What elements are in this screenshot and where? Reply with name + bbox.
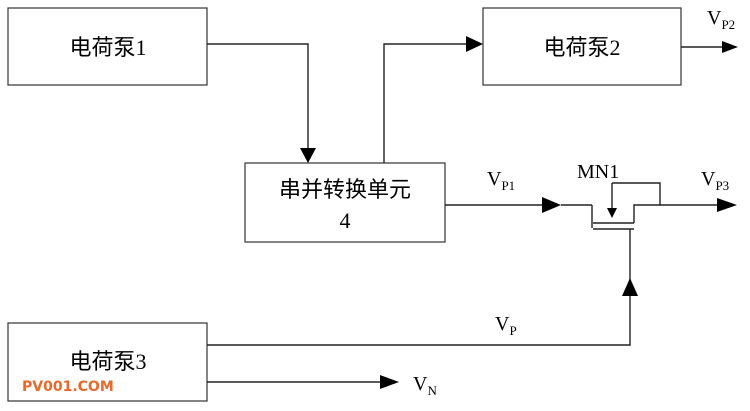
wire-converter-to-pump2 [383,43,468,163]
arrowhead-vp3 [717,198,737,212]
serial-parallel-converter-block [244,162,446,243]
charge-pump-2-label: 电荷泵2 [543,35,620,60]
arrowhead-vn [380,375,399,389]
wire-vp-to-gate [207,296,631,346]
vp1-label: VP1 [487,168,515,193]
source-body-connection [612,182,661,223]
arrowhead-vp1 [542,197,561,213]
arrowhead-gate [622,278,638,296]
charge-pump-2-block [482,7,682,86]
mn1-label: MN1 [577,161,619,183]
vn-label: VN [413,373,437,398]
charge-pump-3-label: 电荷泵3 [69,349,146,374]
vp3-label: VP3 [701,168,729,193]
mn1-transistor-symbol [591,182,661,296]
arrowhead-into-pump2 [466,36,483,52]
charge-pump-3-block [7,322,208,402]
wire-pump1-to-converter [207,43,309,150]
arrowhead-vp2 [722,41,738,53]
charge-pump-1-label: 电荷泵1 [69,35,146,60]
body-arrow [607,208,617,218]
charge-pump-1-block [7,7,208,86]
arrowhead-into-converter [300,148,316,163]
watermark-text: PV001.COM [22,379,114,395]
converter-number: 4 [340,208,351,233]
vp-label: VP [495,313,517,338]
converter-label: 串并转换单元 [279,177,411,202]
vp2-label: VP2 [707,7,735,32]
